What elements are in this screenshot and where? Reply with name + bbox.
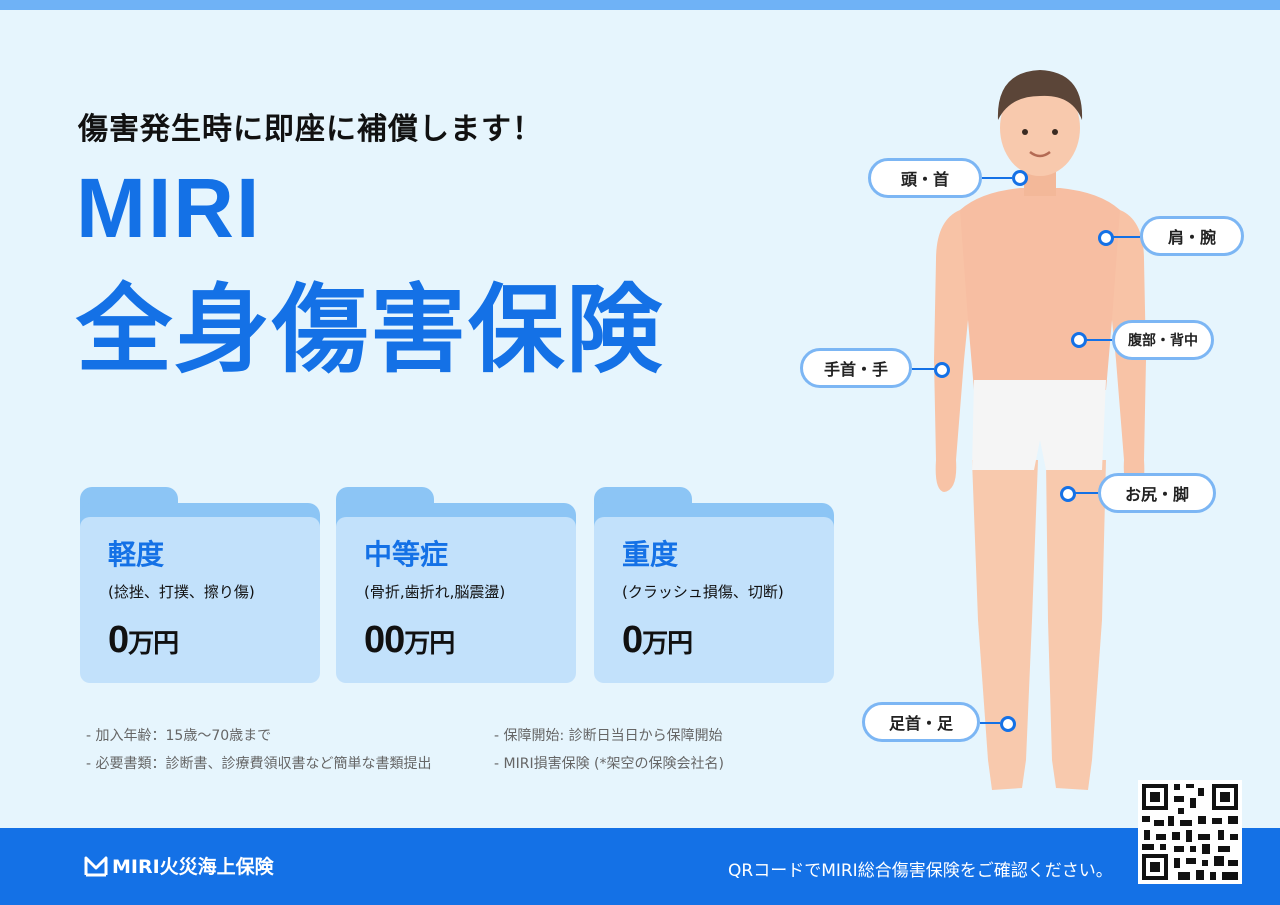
card-title: 軽度 <box>108 538 165 571</box>
marker-dot <box>1012 170 1028 186</box>
amount-unit: 万円 <box>404 629 455 659</box>
connector-line <box>1072 492 1098 494</box>
note-item: - 加入年齢：15歳〜70歳まで <box>86 728 272 744</box>
amount-value: 0 <box>108 619 129 661</box>
label-head-neck: 頭・首 <box>868 158 982 198</box>
footer-bar: MIRI火災海上保険 QRコードでMIRI総合傷害保険をご確認ください。 <box>0 828 1280 905</box>
coverage-card-severe: 重度 (クラッシュ損傷、切断) 0万円 <box>594 487 834 683</box>
product-title: 全身傷害保険 <box>76 274 664 386</box>
marker-dot <box>1060 486 1076 502</box>
card-amount: 0万円 <box>622 619 693 662</box>
marker-dot <box>1098 230 1114 246</box>
card-subtitle: (骨折,歯折れ,脳震盪) <box>364 583 506 601</box>
card-title: 中等症 <box>364 538 449 571</box>
brand-name: MIRI <box>76 161 262 255</box>
top-accent-bar <box>0 0 1280 10</box>
label-hip-leg: お尻・脚 <box>1098 473 1216 513</box>
note-item: - MIRI損害保険 (*架空の保険会社名) <box>494 756 724 772</box>
connector-line <box>912 368 934 370</box>
amount-value: 0 <box>622 619 643 661</box>
company-logo: MIRI火災海上保険 <box>84 852 274 879</box>
miri-logo-icon <box>84 856 108 876</box>
amount-unit: 万円 <box>128 629 179 659</box>
qr-code-icon[interactable] <box>1138 780 1242 884</box>
marker-dot <box>934 362 950 378</box>
card-title: 重度 <box>622 538 679 571</box>
card-amount: 0万円 <box>108 619 179 662</box>
folder-body <box>594 517 834 683</box>
label-ankle-foot: 足首・足 <box>862 702 980 742</box>
label-abdomen-back: 腹部・背中 <box>1112 320 1214 360</box>
marker-dot <box>1071 332 1087 348</box>
card-amount: 00万円 <box>364 619 455 662</box>
card-subtitle: (捻挫、打撲、擦り傷) <box>108 583 255 601</box>
coverage-card-mild: 軽度 (捻挫、打撲、擦り傷) 0万円 <box>80 487 320 683</box>
tagline: 傷害発生時に即座に補償します！ <box>78 112 543 147</box>
connector-line <box>980 722 1000 724</box>
connector-line <box>982 177 1012 179</box>
label-wrist-hand: 手首・手 <box>800 348 912 388</box>
amount-unit: 万円 <box>642 629 693 659</box>
label-shoulder-arm: 肩・腕 <box>1140 216 1244 256</box>
folder-body <box>336 517 576 683</box>
card-subtitle: (クラッシュ損傷、切断) <box>622 583 784 601</box>
company-name: MIRI火災海上保険 <box>112 856 274 878</box>
connector-line <box>1084 339 1112 341</box>
human-body-illustration <box>934 70 1146 790</box>
coverage-card-moderate: 中等症 (骨折,歯折れ,脳震盪) 00万円 <box>336 487 576 683</box>
qr-instruction: QRコードでMIRI総合傷害保険をご確認ください。 <box>728 861 1113 881</box>
note-item: - 保障開始: 診断日当日から保障開始 <box>494 728 723 744</box>
notes-right: - 保障開始: 診断日当日から保障開始 - MIRI損害保険 (*架空の保険会社… <box>494 722 724 778</box>
marker-dot <box>1000 716 1016 732</box>
note-item: - 必要書類：診断書、診療費領収書など簡単な書類提出 <box>86 756 432 772</box>
amount-value: 00 <box>364 619 405 661</box>
connector-line <box>1112 236 1140 238</box>
notes-left: - 加入年齢：15歳〜70歳まで - 必要書類：診断書、診療費領収書など簡単な書… <box>86 722 432 778</box>
folder-body <box>80 517 320 683</box>
